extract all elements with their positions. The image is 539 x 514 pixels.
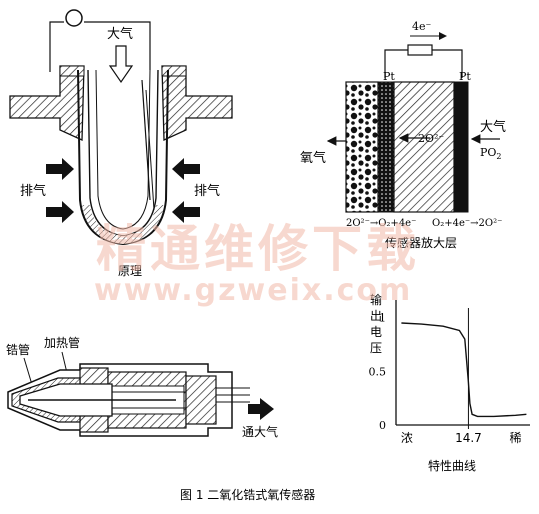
housing-top-right xyxy=(161,65,187,77)
watermark-url: www.gzweix.com xyxy=(94,273,412,308)
housing-flange-right xyxy=(161,65,233,141)
principle-caption: 原理 xyxy=(118,264,142,278)
voltmeter-icon xyxy=(65,9,83,27)
porous-ceramic-layer xyxy=(345,81,379,213)
exhaust-label-right: 排气 xyxy=(194,183,220,199)
chart-x-tick-label: 14.7 xyxy=(455,431,482,445)
pt-electrode-left xyxy=(377,81,395,213)
ion-label: 2O²⁻ xyxy=(418,132,444,145)
meter-wire-right xyxy=(84,21,151,70)
sensor-assembly-diagram: 锆管 加热管 通大气 xyxy=(6,335,278,439)
external-wire xyxy=(384,49,463,78)
right-reaction: O₂+4e⁻→2O²⁻ xyxy=(432,218,502,229)
electron-label: 4e⁻ xyxy=(412,20,432,33)
chart-ylabel-2: 出 xyxy=(370,309,382,323)
electrode-lead xyxy=(141,79,151,201)
pt-label-left: Pt xyxy=(383,70,395,83)
heater-label: 加热管 xyxy=(44,335,80,350)
sensor-principle-diagram: 大气 排气 排气 原理 xyxy=(9,9,233,278)
pt-label-right: Pt xyxy=(459,70,471,83)
meter-wire-left xyxy=(49,21,64,72)
zirconia-element-bottom-hatch xyxy=(82,205,164,244)
chart-y-tick-label: 1 xyxy=(379,312,386,325)
pt-electrode-right xyxy=(453,81,469,213)
chart-y-tick-label: 0.5 xyxy=(369,365,387,378)
air-outlet-arrow-icon xyxy=(248,398,274,420)
chart-ylabel-1: 输 xyxy=(370,292,382,307)
exhaust-label-left: 排气 xyxy=(20,183,46,199)
watermark-text: 精通维修下载 xyxy=(96,220,420,278)
chart-ylabel-3: 电 xyxy=(370,325,382,339)
exhaust-arrow-right-lower-icon xyxy=(172,201,200,223)
cell-air-label: 大气 xyxy=(480,119,506,135)
chart-x-tick-label: 稀 xyxy=(510,431,522,445)
air-inflow-arrow-icon xyxy=(108,45,134,84)
exhaust-arrow-left-upper-icon xyxy=(46,158,74,180)
characteristic-chart: 输 出 电 压 1 0.5 0 浓 14.7 稀 特性曲线 xyxy=(369,292,530,473)
po2-label: PO2 xyxy=(480,146,502,161)
sensor-rear-cap xyxy=(185,375,217,425)
zirconia-tube-label: 锆管 xyxy=(6,342,30,357)
air-outlet-label: 通大气 xyxy=(242,424,278,439)
chart-series-line xyxy=(401,322,527,418)
housing-flange-left xyxy=(9,65,85,141)
oxygen-label: 氧气 xyxy=(300,150,326,166)
watermark: 精通维修下载 www.gzweix.com xyxy=(94,220,420,308)
exhaust-arrow-left-lower-icon xyxy=(46,201,74,223)
zirconia-electrolyte-layer xyxy=(393,81,455,213)
zirconia-element-inner xyxy=(95,69,151,230)
air-label: 大气 xyxy=(107,26,133,42)
cell-layer-caption: 传感器放大层 xyxy=(385,235,457,250)
chart-ylabel-4: 压 xyxy=(370,341,382,355)
chart-y-tick-label: 0 xyxy=(379,419,386,432)
left-reaction: 2O²⁻→O₂+4e⁻ xyxy=(346,218,416,229)
figure-caption: 图 1 二氧化锆式氧传感器 xyxy=(180,487,315,502)
chart-x-tick-label: 浓 xyxy=(401,431,413,445)
exhaust-arrow-right-upper-icon xyxy=(172,158,200,180)
zirconia-element-mid xyxy=(87,69,159,237)
load-resistor xyxy=(407,44,433,56)
cell-layer-diagram: 4e⁻ Pt Pt 2O²⁻ 氧气 大气 PO2 2O²⁻→O₂+4e⁻ O₂+… xyxy=(300,20,506,250)
electrode-lead-2 xyxy=(145,89,155,211)
housing-top-left xyxy=(59,65,85,77)
chart-caption: 特性曲线 xyxy=(428,458,476,473)
